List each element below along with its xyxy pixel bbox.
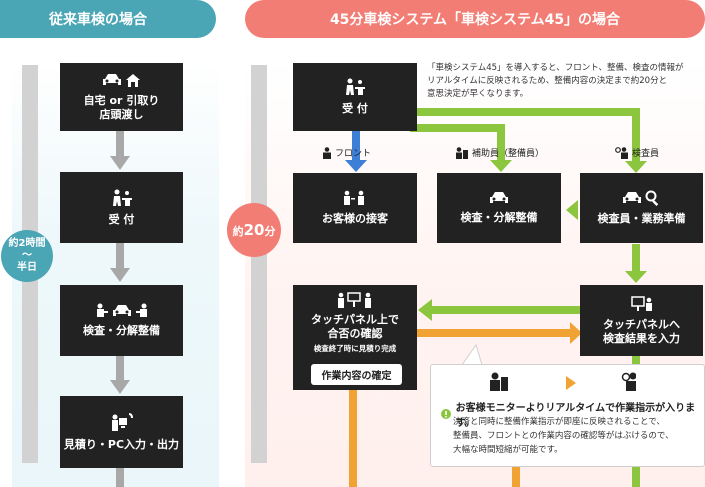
right-step-touch-confirm-sub: 検査終了時に見積り完成 — [313, 344, 397, 353]
right-step-customer-label: お客様の接客 — [322, 212, 388, 225]
role-front-label: フロント — [335, 149, 372, 159]
conventional-header: 従来車検の場合 — [0, 0, 216, 38]
popup-body: 決済と同時に整備作業指示が即座に反映されることで、 整備員、フロントとの作業内容… — [453, 417, 674, 455]
magnifier-icon — [645, 190, 659, 206]
left-step-reception: 受 付 — [60, 172, 183, 243]
step-icons — [102, 73, 141, 88]
role-inspector-label: 検査員 — [632, 149, 660, 159]
car-icon — [112, 304, 131, 316]
assistant-icon — [456, 146, 468, 159]
car-icon — [623, 192, 641, 203]
staff-icon — [135, 303, 147, 317]
right-step-touch-input-label: タッチパネルへ 検査結果を入力 — [603, 317, 680, 345]
step-icons — [630, 295, 653, 312]
right-step-touch-input: タッチパネルへ 検査結果を入力 — [580, 285, 703, 356]
right-time-bar — [251, 65, 267, 463]
role-front: フロント — [322, 146, 371, 159]
right-step-inspector-prep: 検査員・業務準備 — [580, 173, 703, 243]
reception-icon — [112, 189, 132, 206]
badge-suffix: 分 — [264, 225, 276, 238]
orange-arrows — [349, 322, 582, 487]
conventional-time-badge: 約2時間 〜 半日 — [1, 230, 53, 282]
left-step-reception-label: 受 付 — [108, 212, 135, 226]
role-assistant-label: 補助員（整備員） — [472, 149, 545, 159]
popup-title-row: お客様モニターよりリアルタイムで作業指示が入ります。 — [441, 399, 704, 429]
role-assistant: 補助員（整備員） — [455, 146, 544, 159]
system45-note: 「車検システム45」を導入すると、フロント、整備、検査の情報が リアルタイムに反… — [427, 63, 684, 99]
customer-service-icon — [344, 190, 364, 205]
left-step-home: 自宅 or 引取り 店頭渡し — [60, 63, 183, 131]
left-step-maintenance: 検査・分解整備 — [60, 285, 183, 356]
inspector-icon — [615, 146, 628, 159]
green-arrows — [410, 108, 647, 487]
arrow-right-icon — [566, 376, 576, 390]
right-step-reception: 受 付 — [293, 63, 417, 131]
step-icons — [95, 303, 149, 318]
system45-header: 45分車検システム「車検システム45」の場合 — [245, 0, 705, 38]
step-icons — [109, 412, 135, 432]
right-step-reception-label: 受 付 — [342, 102, 368, 115]
left-step-home-label: 自宅 or 引取り 店頭渡し — [83, 93, 160, 121]
right-step-inspector-prep-label: 検査員・業務準備 — [597, 212, 686, 225]
car-icon — [490, 192, 508, 203]
badge-line1: 約2時間 — [8, 238, 46, 249]
touch-panel-icon — [630, 295, 652, 311]
confirm-work-button[interactable]: 作業内容の確定 — [311, 364, 402, 385]
step-icons — [489, 191, 509, 205]
step-icons — [344, 78, 366, 96]
badge-line3: 半日 — [17, 262, 37, 273]
right-step-touch-confirm-label: タッチパネル上で 合否の確認 — [311, 313, 399, 340]
step-icons — [622, 190, 661, 206]
pc-phone-icon — [111, 413, 133, 431]
popup-flow-icons — [490, 372, 636, 391]
step-icons — [343, 190, 367, 206]
front-staff-icon — [323, 146, 331, 159]
right-step-customer: お客様の接客 — [293, 173, 417, 243]
system45-time-badge: 約20分 — [227, 203, 281, 257]
left-step-estimate: 見積り・PC入力・出力 — [60, 396, 183, 468]
left-step-estimate-label: 見積り・PC入力・出力 — [63, 438, 180, 451]
step-icons — [337, 291, 373, 309]
right-step-maintenance-label: 検査・分解整備 — [460, 211, 538, 224]
reception-icon — [346, 78, 365, 95]
realtime-instruction-popup: お客様モニターよりリアルタイムで作業指示が入ります。 決済と同時に整備作業指示が… — [430, 364, 705, 467]
staff-icon — [96, 303, 108, 317]
right-step-maintenance: 検査・分解整備 — [437, 173, 561, 243]
inspector-icon — [621, 372, 636, 391]
role-inspector: 検査員 — [615, 146, 659, 159]
touch-panel-staff-icon — [338, 292, 371, 308]
info-icon — [441, 409, 451, 419]
car-icon — [103, 74, 121, 85]
blue-arrow — [345, 131, 367, 172]
step-icons — [111, 189, 133, 207]
left-gray-arrows — [110, 131, 130, 487]
assistant-icon — [490, 372, 508, 391]
house-icon — [126, 73, 140, 87]
badge-prefix: 約 — [232, 225, 244, 238]
popup-pointer — [461, 343, 483, 366]
left-step-maintenance-label: 検査・分解整備 — [83, 324, 160, 337]
badge-line2: 〜 — [22, 250, 32, 261]
badge-value: 20 — [243, 221, 265, 239]
popup-title: お客様モニターよりリアルタイムで作業指示が入ります。 — [455, 403, 696, 429]
